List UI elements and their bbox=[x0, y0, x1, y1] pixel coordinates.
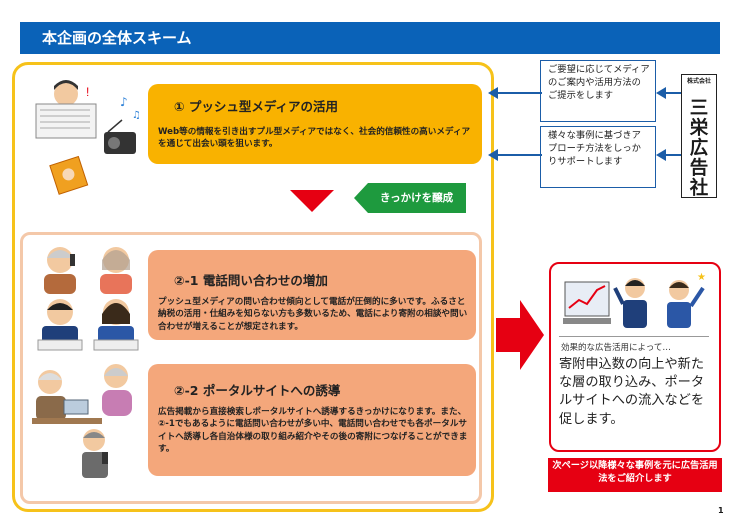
push-media-title: ① プッシュ型メディアの活用 bbox=[174, 99, 339, 114]
svg-text:♫: ♫ bbox=[132, 110, 141, 121]
portal-users-illustration bbox=[32, 364, 132, 478]
business-success-illustration: ★ bbox=[563, 272, 706, 328]
trigger-label: きっかけを醸成 bbox=[380, 192, 454, 204]
effect-box: ★ 効果的な広告活用によって… 寄附申込数の向上や新たな層の取り込み、ポータルサ… bbox=[549, 262, 721, 452]
newspaper-reader-illustration: ! ♪ ♫ bbox=[35, 80, 141, 195]
company-logo: 株式会社 三栄広告社 bbox=[681, 74, 717, 198]
page-title: 本企画の全体スキーム bbox=[42, 29, 192, 47]
effect-message: 寄附申込数の向上や新たな層の取り込み、ポータルサイトへの流入などを促します。 bbox=[559, 357, 705, 427]
company-proposal-arrow bbox=[656, 87, 682, 99]
phone-inquiry-body: プッシュ型メディアの問い合わせ傾向として電話が圧倒的に多いです。ふるさと納税の活… bbox=[158, 297, 468, 332]
company-type: 株式会社 bbox=[686, 78, 711, 85]
trigger-tag: きっかけを醸成 bbox=[354, 183, 466, 213]
page-header: 本企画の全体スキーム bbox=[20, 22, 720, 54]
effect-caption: 効果的な広告活用によって… bbox=[561, 343, 671, 353]
trigger-tag-shape bbox=[354, 183, 466, 213]
svg-text:★: ★ bbox=[697, 272, 706, 283]
proposal-support-box: ご要望に応じてメディアのご案内や活用方法のご提示をします bbox=[540, 60, 656, 122]
right-arrow bbox=[496, 300, 544, 370]
company-follow-arrow bbox=[656, 149, 682, 161]
down-arrow bbox=[290, 190, 334, 212]
follow-support-text: 様々な事例に基づきアプローチ方法をしっかりサポートします bbox=[548, 130, 641, 167]
phone-callers-illustration bbox=[37, 247, 139, 351]
proposal-arrow bbox=[488, 87, 542, 99]
next-page-note: 次ページ以降様々な事例を元に広告活用法をご紹介します bbox=[548, 458, 722, 492]
svg-text:♪: ♪ bbox=[120, 95, 128, 109]
company-name: 三栄広告社 bbox=[689, 98, 709, 199]
effect-divider bbox=[559, 336, 709, 337]
page-number: 1 bbox=[718, 506, 724, 515]
phone-inquiry-title: ②-1 電話問い合わせの増加 bbox=[174, 273, 328, 288]
push-media-body: Web等の情報を引き出すプル型メディアではなく、社会的信頼性の高いメディアを通じ… bbox=[158, 127, 471, 150]
push-media-box: ① プッシュ型メディアの活用 Web等の情報を引き出すプル型メディアではなく、社… bbox=[148, 84, 482, 164]
follow-support-box: 様々な事例に基づきアプローチ方法をしっかりサポートします bbox=[540, 126, 656, 188]
portal-site-title: ②-2 ポータルサイトへの誘導 bbox=[174, 383, 341, 398]
phone-inquiry-box: ②-1 電話問い合わせの増加 プッシュ型メディアの問い合わせ傾向として電話が圧倒… bbox=[148, 250, 476, 340]
svg-text:!: ! bbox=[86, 85, 89, 99]
proposal-support-text: ご要望に応じてメディアのご案内や活用方法のご提示をします bbox=[548, 64, 650, 101]
portal-site-body: 広告掲載から直接検索しポータルサイトへ誘導するきっかけになります。また、②-1で… bbox=[158, 407, 468, 455]
follow-arrow bbox=[488, 149, 542, 161]
portal-site-box: ②-2 ポータルサイトへの誘導 広告掲載から直接検索しポータルサイトへ誘導するき… bbox=[148, 364, 476, 476]
next-page-note-text: 次ページ以降様々な事例を元に広告活用法をご紹介します bbox=[552, 460, 718, 484]
